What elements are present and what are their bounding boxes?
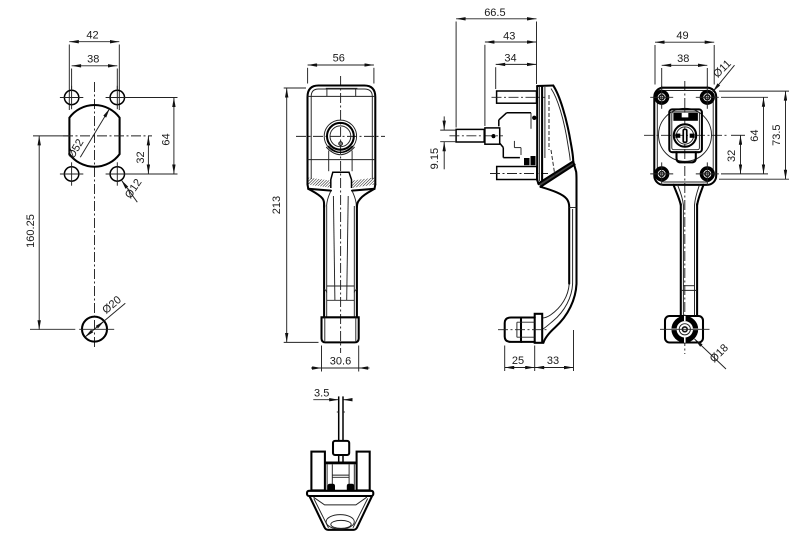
svg-text:9.15: 9.15: [429, 148, 441, 169]
svg-text:43: 43: [503, 30, 515, 42]
svg-text:64: 64: [161, 133, 173, 145]
svg-text:64: 64: [749, 129, 761, 141]
svg-text:34: 34: [504, 53, 516, 65]
svg-text:56: 56: [333, 53, 345, 65]
svg-text:66.5: 66.5: [484, 7, 505, 19]
svg-text:73.5: 73.5: [771, 124, 783, 145]
svg-text:38: 38: [677, 53, 689, 65]
svg-text:213: 213: [271, 196, 283, 214]
svg-text:33: 33: [547, 355, 559, 367]
svg-text:160.25: 160.25: [25, 214, 37, 248]
svg-text:32: 32: [726, 150, 738, 162]
svg-text:32: 32: [135, 151, 147, 163]
svg-text:25: 25: [512, 355, 524, 367]
svg-text:42: 42: [86, 30, 98, 42]
svg-text:49: 49: [676, 30, 688, 42]
svg-text:3.5: 3.5: [314, 388, 329, 400]
svg-text:38: 38: [87, 54, 99, 66]
svg-text:30.6: 30.6: [330, 356, 351, 368]
